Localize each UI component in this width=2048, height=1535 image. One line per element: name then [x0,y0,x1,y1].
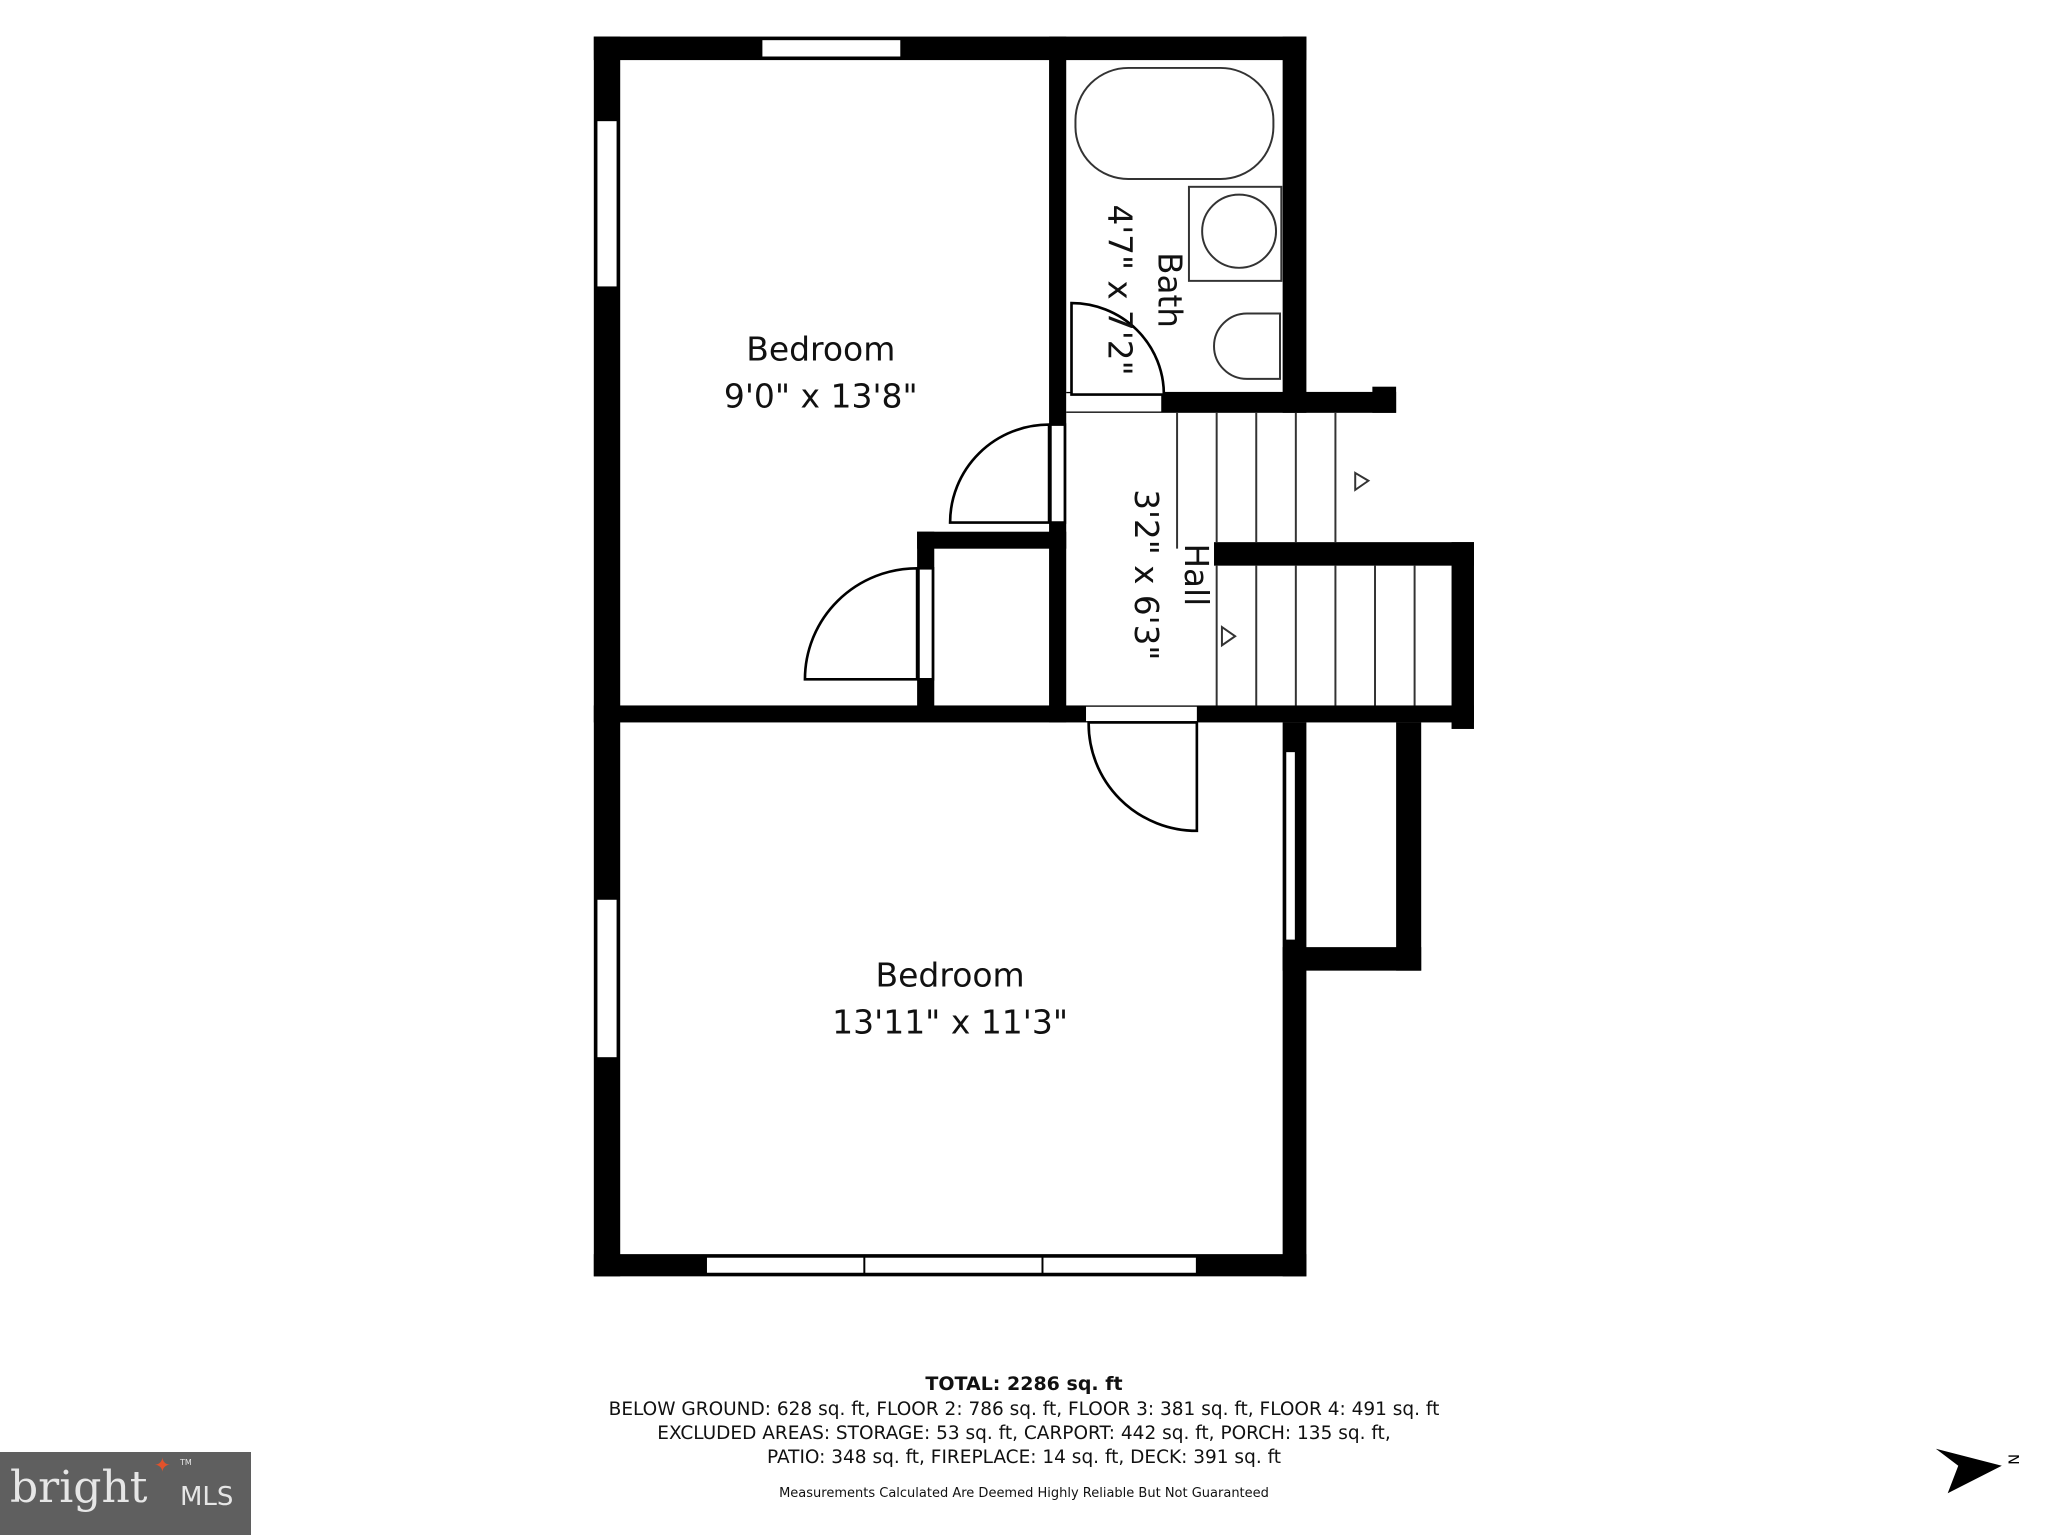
stairs [1176,412,1416,706]
room-name: Bedroom [876,956,1025,994]
room-size: 4'7" x 7'2" [1100,204,1138,375]
excluded-areas: EXCLUDED AREAS: STORAGE: 53 sq. ft, CARP… [657,1423,1391,1444]
fixtures [1074,66,1283,380]
floor-areas: BELOW GROUND: 628 sq. ft, FLOOR 2: 786 s… [608,1399,1440,1420]
room-name: Bath [1151,252,1189,328]
total-area: TOTAL: 2286 sq. ft [925,1373,1123,1395]
logo-trademark: TM [180,1458,192,1467]
excluded-areas-cont: PATIO: 348 sq. ft, FIREPLACE: 14 sq. ft,… [766,1447,1282,1468]
north-label: N [2004,1454,2020,1465]
room-size: 13'11" x 11'3" [832,1004,1068,1042]
windows [595,38,1297,1275]
north-arrow-icon: N [1935,1448,2020,1494]
room-hall: Hall 3'2" x 6'3" [1127,489,1215,660]
room-size: 3'2" x 6'3" [1127,489,1165,660]
room-bath: Bath 4'7" x 7'2" [1100,204,1188,375]
disclaimer: Measurements Calculated Are Deemed Highl… [779,1486,1269,1501]
room-size: 9'0" x 13'8" [724,378,918,416]
star-icon: ✦ [154,1453,171,1477]
room-name: Bedroom [746,331,895,369]
room-bedroom-upper: Bedroom 9'0" x 13'8" [724,331,918,416]
walls [593,36,1474,1277]
logo-wordmark: bright [10,1462,148,1513]
doors [803,301,1199,833]
room-name: Hall [1177,543,1215,606]
logo-suffix: MLS [180,1482,234,1512]
bright-mls-logo: bright ✦ TM MLS [0,1452,251,1535]
room-bedroom-lower: Bedroom 13'11" x 11'3" [832,956,1068,1041]
